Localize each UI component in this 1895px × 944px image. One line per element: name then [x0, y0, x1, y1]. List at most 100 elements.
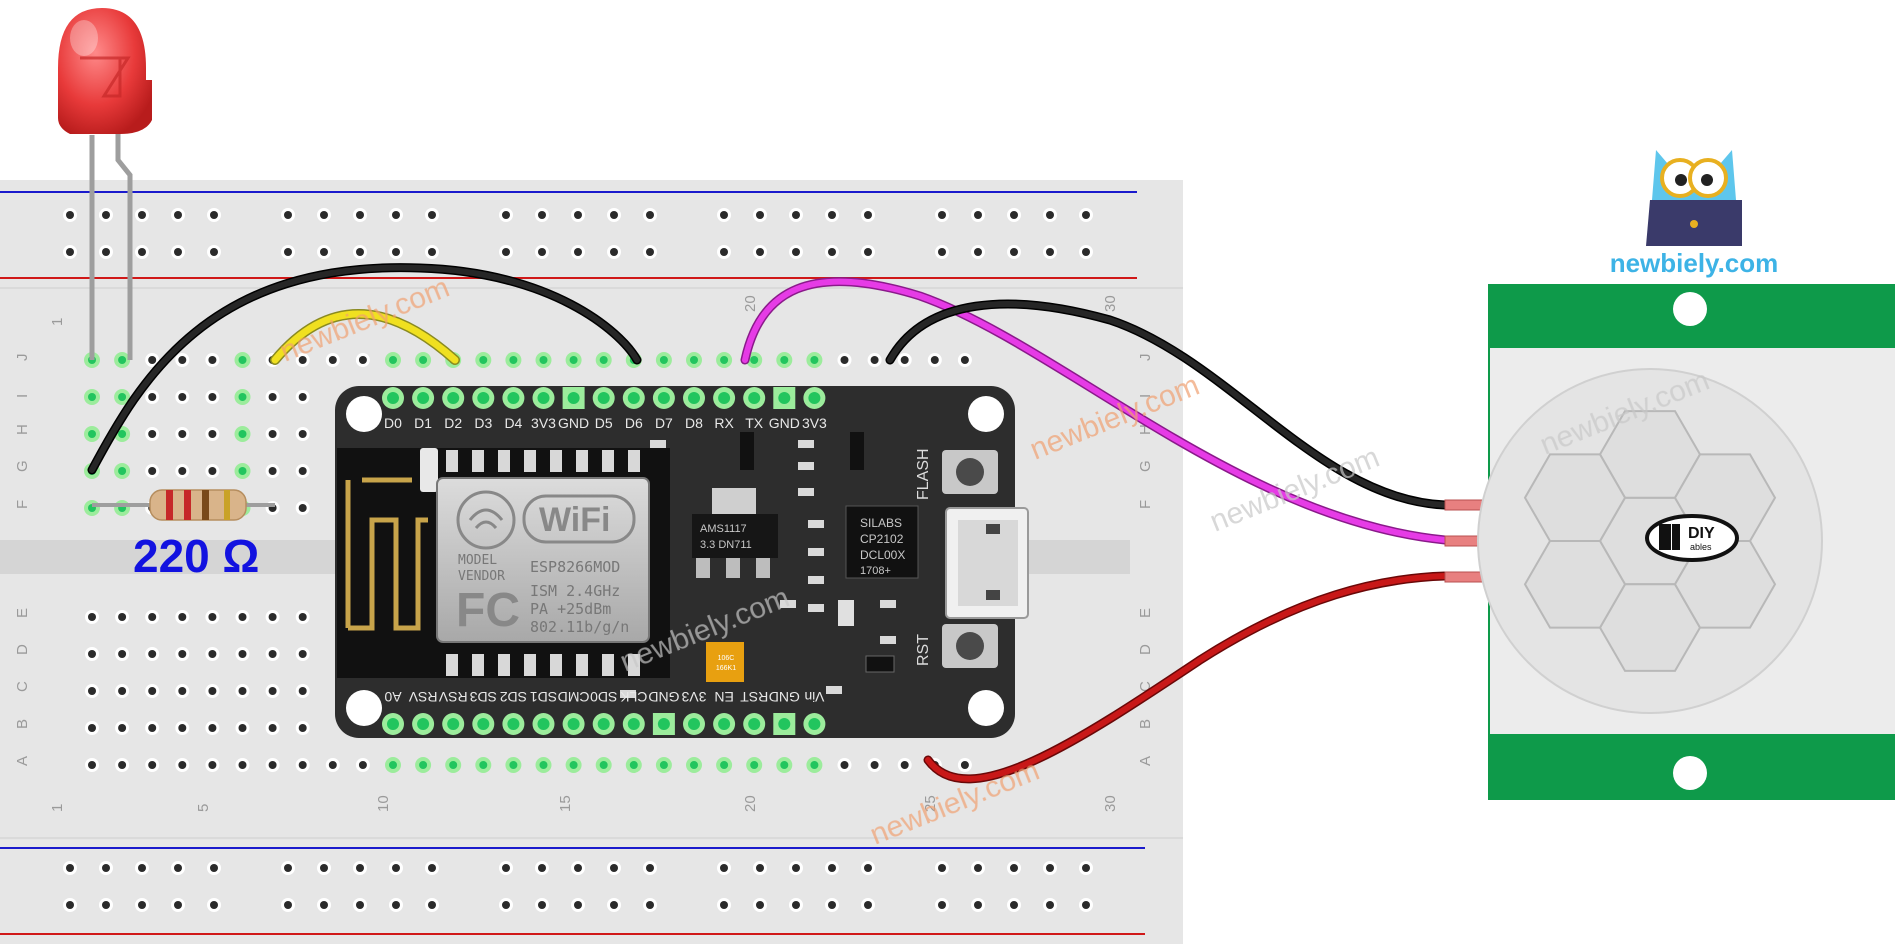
esp-pin-hole [688, 718, 700, 730]
module-pad [628, 654, 640, 676]
esp-pin-hole [808, 392, 821, 404]
esp-pin-label-bottom: RSV [438, 689, 467, 705]
rail-hole-contact [138, 248, 146, 256]
breadboard-hole-contact [750, 761, 759, 769]
wifi-logo: WiFi [456, 490, 636, 550]
rail-hole-contact [1082, 864, 1090, 872]
esp-pin-hole [688, 392, 700, 404]
module-pad [576, 654, 588, 676]
esp-pin-label-top: D1 [414, 415, 432, 431]
breadboard-hole-contact [118, 724, 127, 732]
rail-hole-contact [646, 211, 654, 219]
breadboard-hole-contact [298, 504, 307, 512]
rail-hole-contact [284, 901, 292, 909]
row-letter: H [14, 424, 31, 435]
smd-component [880, 600, 896, 608]
micro-usb-port[interactable] [945, 507, 1029, 619]
column-number: 1 [49, 318, 66, 326]
column-number: 5 [195, 804, 212, 812]
rail-hole-contact [1010, 211, 1018, 219]
esp-pin-hole [387, 392, 399, 404]
rail-hole-contact [756, 248, 764, 256]
breadboard-hole-contact [298, 356, 307, 364]
rail-hole-contact [320, 864, 328, 872]
rst-button[interactable] [942, 624, 998, 668]
breadboard-hole-contact [900, 356, 909, 364]
module-spec: ISM 2.4GHz [530, 582, 620, 600]
breadboard-hole-contact [238, 687, 247, 695]
rail-hole-contact [502, 864, 510, 872]
rail-hole-contact [538, 864, 546, 872]
esp-pin-label-bottom: A0 [384, 689, 401, 705]
breadboard-hole-contact [178, 356, 187, 364]
breadboard-hole-contact [238, 724, 247, 732]
row-letter: E [14, 608, 31, 618]
esp-pin-hole [417, 392, 430, 404]
smd-component [798, 462, 814, 470]
rail-hole-contact [864, 864, 872, 872]
pir-motion-sensor: DIY ables [1444, 284, 1895, 800]
breadboard-hole-contact [509, 356, 518, 364]
breadboard-hole-contact [780, 356, 789, 364]
module-vendor-label: VENDOR [458, 569, 505, 584]
module-pad [498, 450, 510, 472]
breadboard-hole-contact [358, 356, 367, 364]
esp-pin-hole [567, 718, 580, 730]
breadboard-hole-contact [178, 724, 187, 732]
usb-chip-label: SILABS [860, 516, 902, 530]
breadboard-hole-contact [690, 356, 698, 364]
breadboard-hole-contact [810, 356, 819, 364]
rail-hole-contact [66, 211, 74, 219]
esp-pin-label-bottom: RSV [408, 689, 437, 705]
esp-pin-hole [537, 392, 550, 404]
breadboard-hole-contact [479, 761, 488, 769]
breadboard-hole-contact [479, 356, 488, 364]
rail-hole-contact [210, 248, 218, 256]
module-model-label: MODEL [458, 553, 497, 568]
rail-hole-contact [756, 864, 764, 872]
breadboard-hole-contact [328, 356, 337, 364]
esp-pin-label-bottom: CMD [558, 689, 590, 705]
breadboard-hole-contact [268, 467, 277, 475]
smd-component [826, 686, 842, 694]
rail-hole-contact [610, 864, 618, 872]
usb-chip-label: DCL00X [860, 548, 905, 562]
rail-hole-contact [974, 901, 982, 909]
esp-pin-label-top: D3 [474, 415, 492, 431]
smd-components [620, 440, 896, 698]
column-number: 30 [1102, 795, 1119, 812]
flash-button-label: FLASH [915, 448, 932, 500]
breadboard-hole-contact [659, 356, 668, 364]
esp-pin-label-bottom: RST [740, 689, 768, 705]
module-pad [498, 654, 510, 676]
esp-pin-label-top: 3V3 [802, 415, 827, 431]
breadboard-hole-contact [178, 467, 187, 475]
breadboard-hole-contact [208, 467, 217, 475]
rail-hole-contact [610, 248, 618, 256]
row-letter: I [14, 394, 31, 398]
rail-hole-contact [210, 211, 218, 219]
regulator-label: AMS1117 [700, 523, 747, 535]
module-pad [446, 654, 458, 676]
lens-cell [1523, 540, 1627, 629]
rail-hole-contact [66, 248, 74, 256]
rail-hole-contact [428, 211, 436, 219]
rail-hole-contact [174, 864, 182, 872]
rail-hole-contact [1046, 864, 1054, 872]
row-letter: I [1137, 394, 1154, 398]
esp-pin-label-top: D2 [444, 415, 462, 431]
diyables-logo: DIY ables [1645, 514, 1739, 562]
flash-button[interactable] [942, 450, 998, 494]
module-pad [472, 450, 484, 472]
rail-hole-contact [792, 248, 800, 256]
breadboard-hole-contact [599, 761, 608, 769]
breadboard-hole-contact [268, 613, 277, 621]
column-number: 30 [1102, 295, 1119, 312]
esp-pin-label-top: D0 [384, 415, 402, 431]
breadboard-hole-contact [720, 356, 729, 364]
breadboard-hole-contact [690, 761, 698, 769]
rail-hole-contact [1082, 901, 1090, 909]
breadboard-hole-contact [148, 724, 157, 732]
esp-pin-hole [597, 392, 610, 404]
fcc-mark: FC [456, 584, 520, 637]
